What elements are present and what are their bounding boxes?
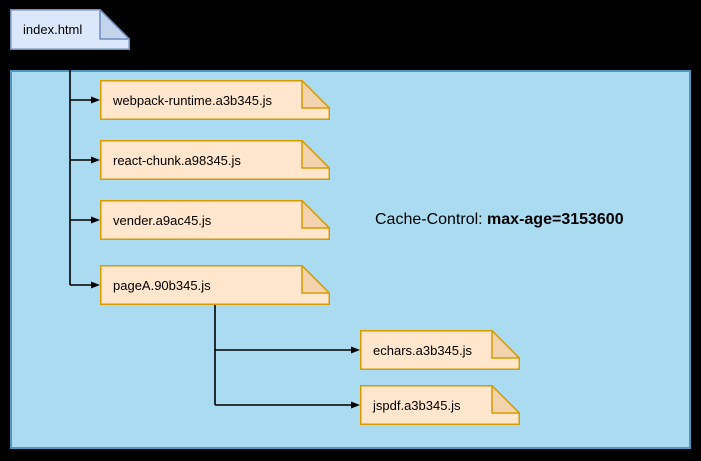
file-note-icon [100, 265, 330, 305]
file-note-icon [10, 9, 130, 50]
file-note-icon [100, 80, 330, 120]
node-jspdf[interactable]: jspdf.a3b345.js [360, 385, 520, 425]
cache-zone-container[interactable] [10, 70, 691, 449]
node-label: webpack-runtime.a3b345.js [113, 92, 272, 108]
node-pagea[interactable]: pageA.90b345.js [100, 265, 330, 305]
node-label: index.html [23, 22, 83, 37]
node-label: echars.a3b345.js [373, 342, 473, 358]
node-vender[interactable]: vender.a9ac45.js [100, 200, 330, 240]
node-label: pageA.90b345.js [113, 277, 211, 293]
cache-control-annotation: Cache-Control: max-age=3153600 [375, 211, 624, 229]
node-label: react-chunk.a98345.js [113, 152, 241, 168]
node-label: jspdf.a3b345.js [373, 397, 461, 413]
node-webpack-runtime[interactable]: webpack-runtime.a3b345.js [100, 80, 330, 120]
node-index-html[interactable]: index.html [10, 9, 130, 50]
file-note-icon [360, 385, 520, 425]
file-note-icon [360, 330, 520, 370]
cache-control-prefix: Cache-Control: [375, 211, 488, 228]
file-note-icon [100, 140, 330, 180]
node-react-chunk[interactable]: react-chunk.a98345.js [100, 140, 330, 180]
cache-control-value: max-age=3153600 [487, 211, 624, 228]
file-note-icon [100, 200, 330, 240]
node-label: vender.a9ac45.js [113, 212, 212, 228]
node-echars[interactable]: echars.a3b345.js [360, 330, 520, 370]
